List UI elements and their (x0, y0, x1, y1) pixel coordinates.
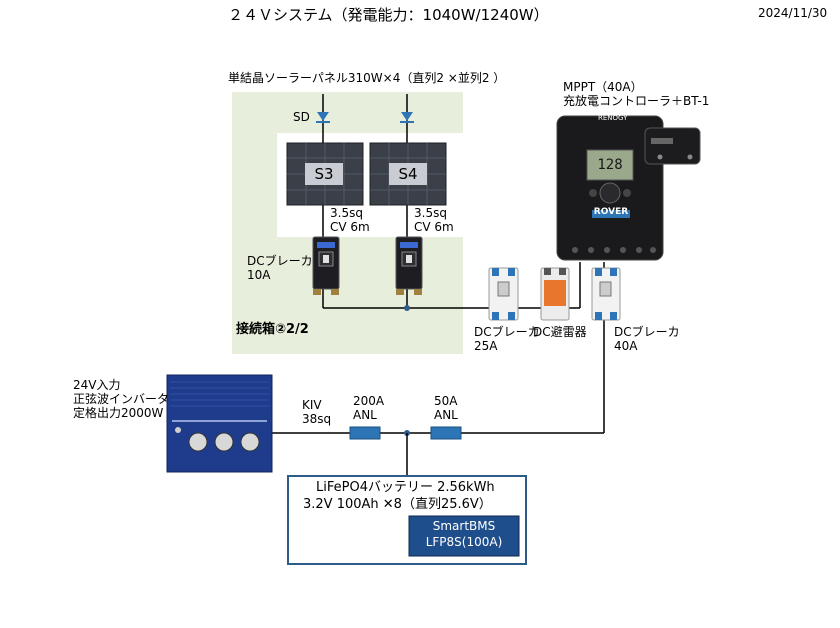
battery-spec-2: 3.2V 100Ah ✕8（直列25.6V） (303, 497, 492, 512)
breaker-40a-rating: 40A (614, 339, 638, 353)
fuse-50a-type: ANL (434, 408, 458, 422)
dc-breaker-25a-icon (488, 267, 519, 321)
bus-junction-dot (404, 305, 410, 311)
breaker-10a-rating: 10A (247, 268, 271, 282)
bms-model: LFP8S(100A) (425, 535, 503, 549)
diagram-title: ２４Ｖシステム（発電能力：1040W/1240W） (228, 6, 549, 24)
cable-1-size: 3.5sq (330, 206, 363, 220)
fuse-50a-icon (430, 426, 462, 440)
mppt-display: 128 (597, 157, 623, 173)
fuse-200a-type: ANL (353, 408, 377, 422)
bt1-module-icon (644, 127, 701, 165)
breaker-25a-name: DCブレーカ (474, 325, 540, 339)
bms-box (408, 515, 520, 557)
mppt-label-1: MPPT（40A） (563, 80, 643, 94)
inverter-type-label: 正弦波インバータ (73, 392, 170, 406)
fuse-200a-rating: 200A (353, 394, 385, 408)
breaker-25a-rating: 25A (474, 339, 498, 353)
mppt-label-2: 充放電コントローラ＋BT-1 (563, 94, 710, 108)
bms-name: SmartBMS (432, 519, 496, 533)
mppt-controller-icon (556, 115, 664, 261)
mppt-brand: ROVER (593, 207, 629, 217)
solar-panel-s3-icon (286, 142, 364, 206)
inverter-rating-label: 定格出力2000W (73, 406, 164, 420)
panel-s3-label: S3 (314, 165, 334, 183)
dc-breaker-10a-2-icon (395, 236, 423, 295)
dc-breaker-40a-icon (591, 267, 621, 321)
battery-spec-1: LiFePO4バッテリー 2.56kWh (316, 480, 495, 495)
dc-breaker-10a-1-icon (312, 236, 340, 295)
sd-arrow-2-icon (400, 112, 414, 123)
cable-1-type: CV 6m (330, 220, 370, 234)
sd-label: SD (293, 110, 310, 124)
solar-panel-s4-icon (369, 142, 447, 206)
panel-s4-label: S4 (398, 165, 418, 183)
sd-arrow-1-icon (316, 112, 330, 123)
mppt-brand-top: RENOGY (598, 114, 628, 122)
date-label: 2024/11/30 (758, 6, 828, 20)
panel-array-caption: 単結晶ソーラーパネル310W×4（直列2 ×並列2 ） (228, 71, 506, 85)
surge-arrester-label: DC避雷器 (533, 325, 587, 339)
cable-2-type: CV 6m (414, 220, 454, 234)
cable-2-size: 3.5sq (414, 206, 447, 220)
breaker-10a-name: DCブレーカ (247, 254, 313, 268)
kiv-cable-type: KIV (302, 398, 322, 412)
fuse-200a-icon (349, 426, 381, 440)
junction-box-label: 接続箱②2/2 (236, 322, 309, 337)
fuse-50a-rating: 50A (434, 394, 458, 408)
inverter-input-label: 24V入力 (73, 378, 121, 392)
kiv-cable-size: 38sq (302, 412, 332, 426)
surge-arrester-icon (540, 267, 570, 321)
inverter-icon (166, 374, 273, 473)
breaker-40a-name: DCブレーカ (614, 325, 680, 339)
